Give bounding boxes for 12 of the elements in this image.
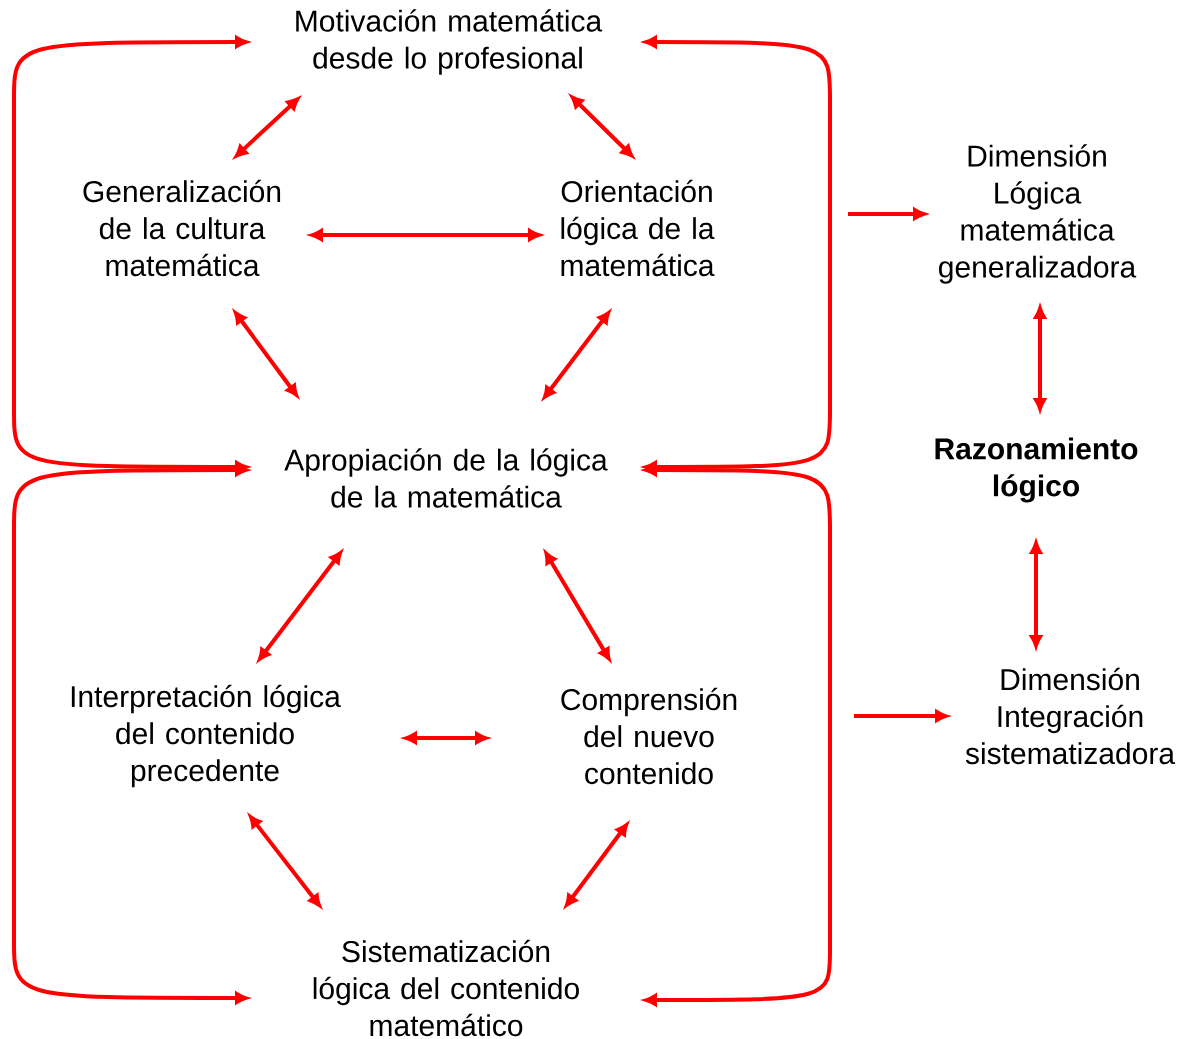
concept-label: Comprensión del nuevo contenido — [561, 687, 737, 785]
concept-label: Generalización de la cultura matemática — [83, 179, 281, 277]
double-arrow — [570, 95, 634, 158]
concept-label: Orientación lógica de la matemática — [561, 179, 715, 277]
concept-label: Motivación matemática desde lo profesional — [296, 9, 603, 75]
concept-label: Dimensión Lógica matemática generalizadora — [939, 144, 1137, 284]
concept-label: Interpretación lógica del contenido precedente — [71, 684, 341, 788]
concept-label: Razonamiento lógico — [935, 437, 1138, 503]
concept-label: Sistematización lógica del contenido matemático — [313, 939, 579, 1037]
concept-label: Apropiación de la lógica de la matemática — [284, 448, 608, 508]
concept-label: Dimensión Integración sistematizadora — [965, 667, 1176, 765]
double-arrow — [234, 97, 300, 158]
